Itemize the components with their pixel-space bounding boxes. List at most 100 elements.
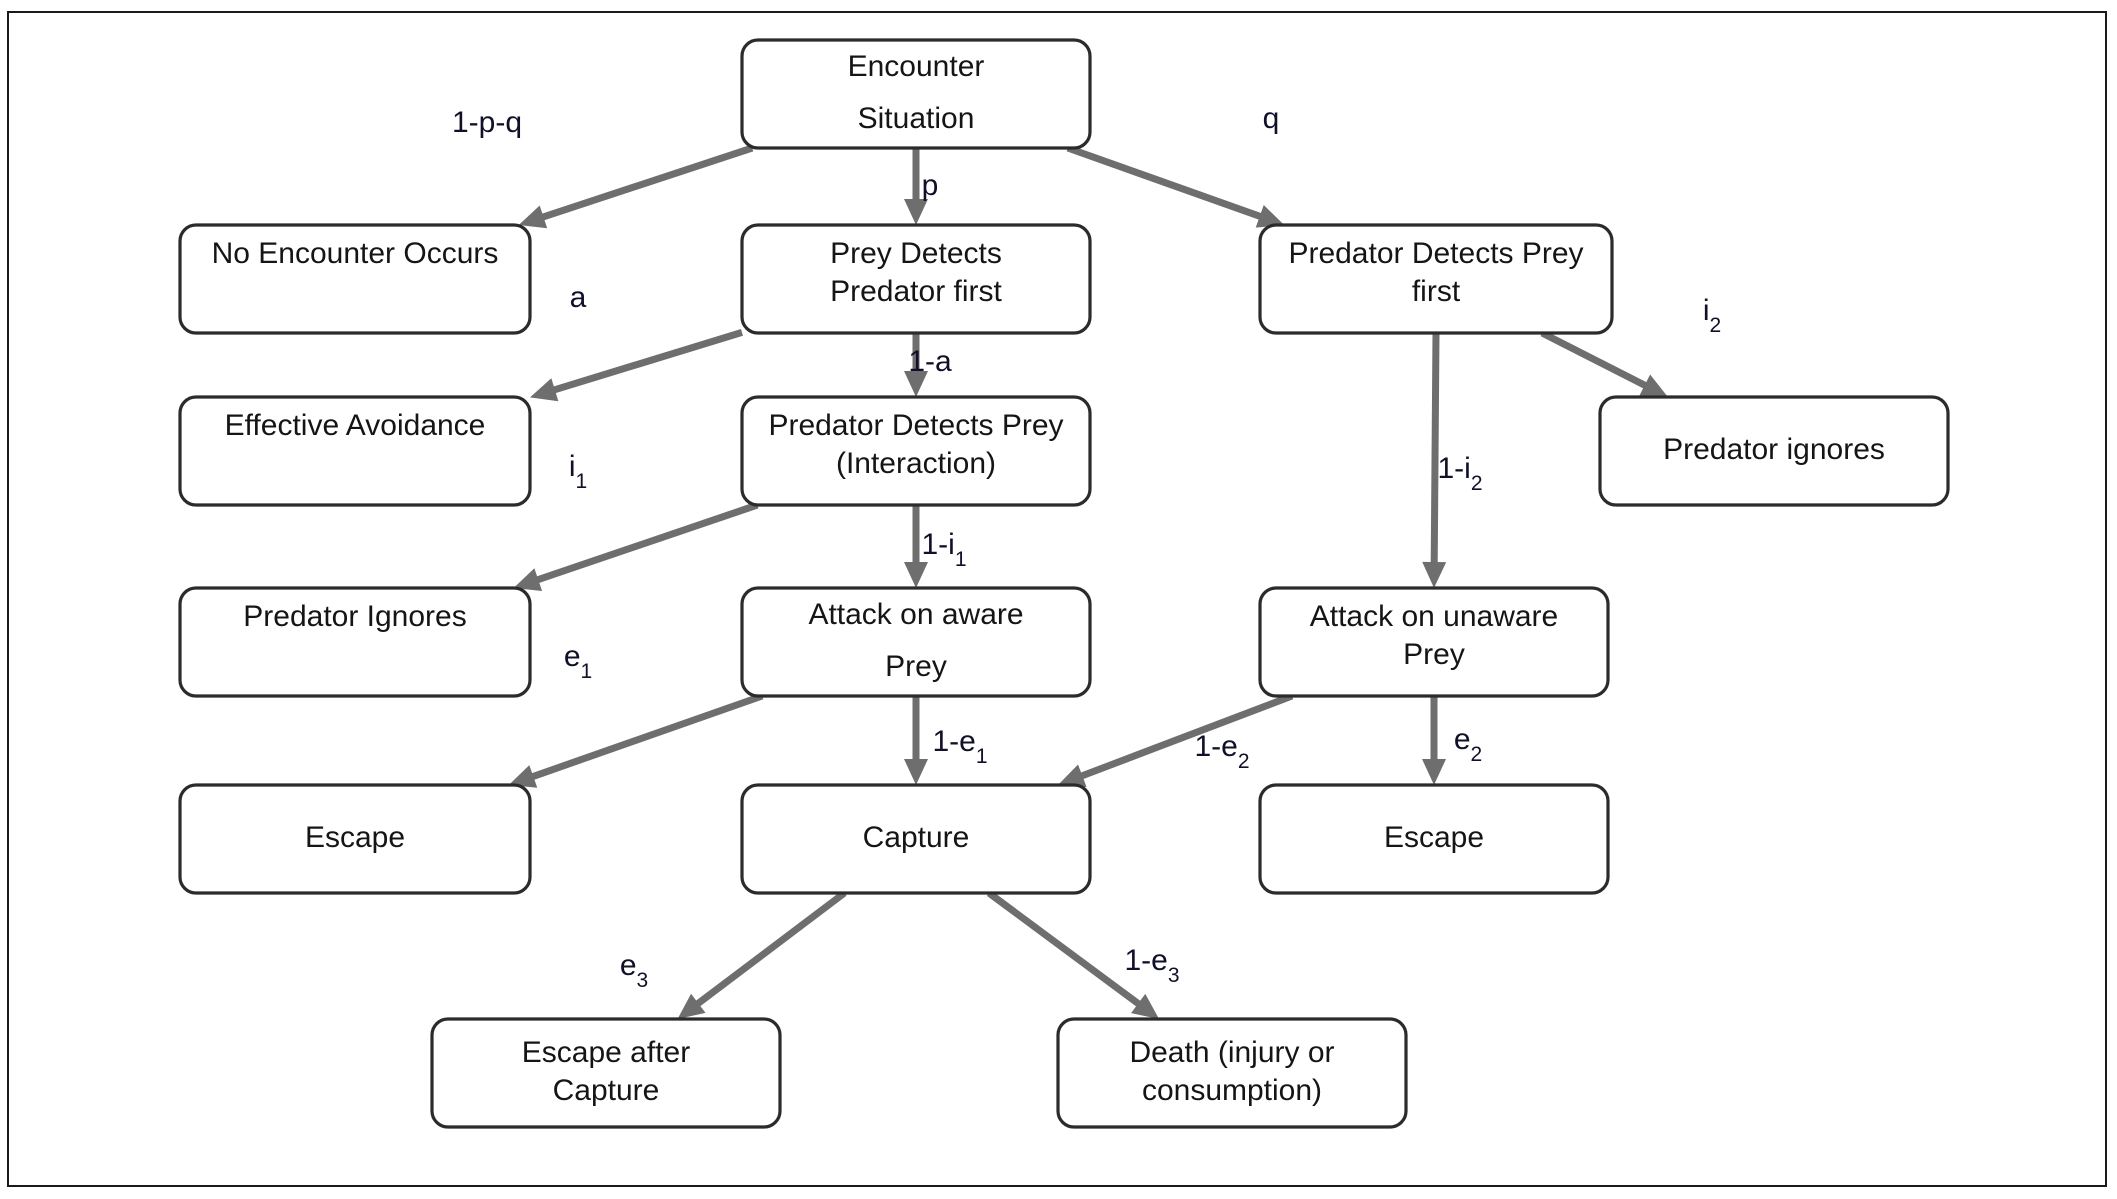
- edge-label-e-i2: i2: [1703, 294, 1721, 338]
- edge-e-e3: [677, 890, 847, 1019]
- node-predator_detects_prey[interactable]: Predator Detects Prey first: [1258, 223, 1614, 335]
- edge-line: [537, 144, 754, 222]
- edge-label-e-a: a: [570, 281, 587, 314]
- edge-e-1i1: [904, 505, 928, 588]
- node-box: [1258, 783, 1610, 895]
- edge-line: [1076, 692, 1294, 781]
- edge-line: [986, 890, 1145, 1010]
- edge-e-p: [904, 148, 928, 225]
- node-box: [178, 783, 532, 895]
- edge-e-1e2: [1057, 692, 1294, 787]
- node-predator_ignores_right[interactable]: Predator ignores: [1598, 395, 1950, 507]
- edges-layer: [508, 144, 1668, 1019]
- edge-label-e-e1: e1: [564, 640, 592, 684]
- node-box: [1258, 223, 1614, 335]
- node-label: Predator Detects Prey: [768, 409, 1063, 442]
- edge-e-q: [1066, 144, 1285, 228]
- edge-label-e-1pq: 1-p-q: [452, 106, 522, 139]
- node-label: Encounter: [848, 50, 985, 83]
- arrowhead-icon: [1057, 764, 1087, 787]
- arrowhead-icon: [904, 759, 928, 785]
- node-label: Predator Detects Prey: [1288, 237, 1583, 270]
- node-effective_avoidance[interactable]: Effective Avoidance: [178, 395, 532, 507]
- arrowhead-icon: [518, 205, 548, 229]
- node-label: Death (injury or: [1129, 1036, 1334, 1069]
- node-predator_detects_interaction[interactable]: Predator Detects Prey(Interaction): [740, 395, 1092, 507]
- node-box: [178, 586, 532, 698]
- arrowhead-icon: [677, 993, 706, 1019]
- node-box: [740, 38, 1092, 150]
- node-label: Prey: [885, 650, 947, 683]
- node-label: No Encounter Occurs: [212, 237, 499, 270]
- node-label: Predator first: [830, 275, 1002, 308]
- edge-label-e-1e2: 1-e2: [1194, 730, 1249, 774]
- node-label: Capture: [863, 821, 970, 854]
- edge-e-1e1: [904, 696, 928, 785]
- node-label: consumption): [1142, 1074, 1322, 1107]
- edge-e-e1: [508, 692, 764, 788]
- node-box: [740, 395, 1092, 507]
- node-escape_left[interactable]: Escape: [178, 783, 532, 895]
- node-box: [430, 1017, 782, 1129]
- edge-label-e-1e1: 1-e1: [932, 725, 987, 769]
- node-no_encounter_occurs[interactable]: No Encounter Occurs: [178, 223, 532, 335]
- node-label: Capture: [553, 1074, 660, 1107]
- edge-e-i2: [1540, 329, 1668, 397]
- node-capture[interactable]: Capture: [740, 783, 1092, 895]
- node-box: [1598, 395, 1950, 507]
- edge-e-i1: [513, 501, 759, 591]
- node-label: Prey Detects: [830, 237, 1002, 270]
- edge-label-e-e2: e2: [1454, 723, 1482, 767]
- node-box: [1258, 586, 1610, 698]
- node-death[interactable]: Death (injury or consumption): [1056, 1017, 1408, 1129]
- edge-label-e-1e3: 1-e3: [1124, 944, 1179, 988]
- edge-line: [692, 890, 847, 1010]
- edge-label-e-q: q: [1263, 102, 1280, 135]
- node-escape_right[interactable]: Escape: [1258, 783, 1610, 895]
- edge-label-e-p: p: [922, 169, 939, 202]
- arrowhead-icon: [904, 562, 928, 588]
- edge-line: [532, 501, 759, 585]
- edge-e-1a: [904, 333, 928, 397]
- node-label: Predator ignores: [1663, 433, 1885, 466]
- edge-label-e-1a: 1-a: [908, 345, 952, 378]
- arrowhead-icon: [1255, 204, 1285, 228]
- edge-label-e-1i2: 1-i2: [1437, 452, 1482, 496]
- edge-line: [1430, 332, 1440, 568]
- edge-label-e-i1: i1: [569, 450, 587, 494]
- node-box: [178, 395, 532, 507]
- edge-label-e-1i1: 1-i1: [921, 528, 966, 572]
- arrowhead-icon: [1422, 759, 1446, 785]
- edge-line: [549, 329, 744, 395]
- arrowhead-icon: [1422, 561, 1447, 588]
- node-box: [178, 223, 532, 335]
- arrowhead-icon: [1131, 993, 1160, 1019]
- edge-line: [527, 692, 764, 782]
- edge-e-e2: [1422, 696, 1446, 785]
- node-box: [740, 783, 1092, 895]
- node-label: Escape: [305, 821, 405, 854]
- node-box: [740, 586, 1092, 698]
- node-label: Attack on unaware: [1310, 600, 1558, 633]
- edge-e-a: [530, 329, 744, 402]
- edge-e-1pq: [518, 144, 754, 229]
- node-label: Situation: [858, 102, 975, 135]
- node-label: first: [1412, 275, 1461, 308]
- edge-e-1i2: [1422, 332, 1447, 588]
- node-label: Effective Avoidance: [225, 409, 486, 442]
- arrowhead-icon: [904, 371, 928, 397]
- node-label: Escape after: [522, 1036, 690, 1069]
- node-label: Attack on aware: [808, 598, 1023, 631]
- node-predator_ignores_left[interactable]: Predator Ignores: [178, 586, 532, 698]
- edge-line: [1540, 329, 1651, 391]
- node-label: Escape: [1384, 821, 1484, 854]
- node-label: Predator Ignores: [243, 600, 466, 633]
- arrowhead-icon: [513, 568, 543, 591]
